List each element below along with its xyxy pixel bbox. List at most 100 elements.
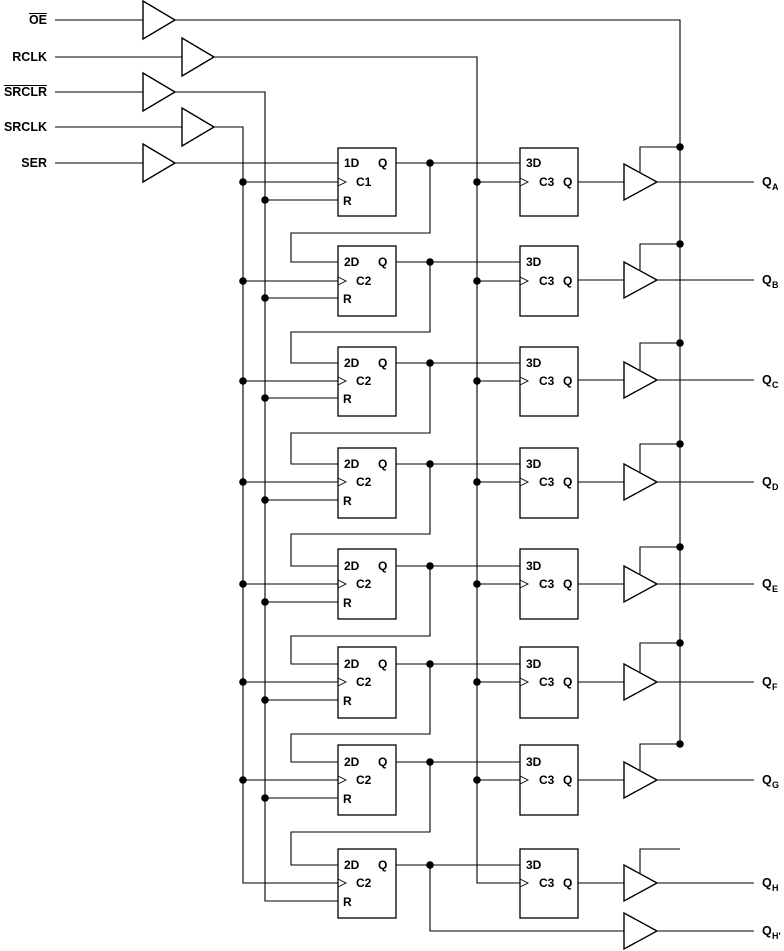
shift-reset-label: R	[343, 194, 352, 208]
output-buffer-8	[623, 863, 659, 903]
output-subscript: E	[772, 584, 778, 594]
wires	[55, 19, 754, 932]
junction-dot	[261, 496, 269, 504]
storage-d-label: 3D	[526, 356, 542, 370]
cascade-wire	[290, 566, 431, 665]
shift-clock-label: C2	[356, 577, 372, 591]
shift-d-label: 2D	[344, 657, 360, 671]
clock-edge-symbol	[337, 376, 348, 386]
junction-dot	[261, 794, 269, 802]
junction-dot	[239, 580, 247, 588]
shift-q-label: Q	[378, 657, 387, 671]
cascade-wire	[290, 464, 431, 567]
storage-d-label: 3D	[526, 755, 542, 769]
junction-dot	[261, 294, 269, 302]
clock-edge-symbol	[337, 775, 348, 785]
shift-stage-2	[337, 245, 397, 317]
junction-dot	[473, 776, 481, 784]
storage-clock-label: C3	[539, 773, 555, 787]
shift-q-label: Q	[378, 356, 387, 370]
clock-edge-symbol	[519, 579, 530, 589]
clock-edge-symbol	[519, 775, 530, 785]
output-label-qg: Q	[762, 773, 772, 787]
junction-dot	[239, 678, 247, 686]
clock-edge-symbol	[519, 276, 530, 286]
shift-q-label: Q	[378, 559, 387, 573]
output-label-qa: Q	[762, 175, 772, 189]
storage-stage-2	[519, 245, 579, 317]
clock-edge-symbol	[337, 878, 348, 888]
shift-stage-1	[337, 147, 397, 217]
srclr-label: SRCLR	[4, 85, 47, 99]
storage-q-label: Q	[563, 876, 572, 890]
shift-stage-8	[337, 848, 397, 919]
storage-d-label: 3D	[526, 657, 542, 671]
junction-dot	[426, 562, 434, 570]
output-label-qf: Q	[762, 675, 772, 689]
output-buffer-3	[623, 360, 659, 400]
shift-q-label: Q	[378, 755, 387, 769]
output-buffer-1	[623, 162, 659, 202]
storage-stage-5	[519, 548, 579, 620]
output-buffer-7	[623, 760, 659, 800]
shift-clock-label: C2	[356, 876, 372, 890]
cascade-wire	[290, 664, 431, 763]
oe-bus	[175, 19, 681, 744]
output-subscript: D	[772, 482, 779, 492]
shift-reset-label: R	[343, 292, 352, 306]
shift-d-label: 1D	[344, 156, 360, 170]
output-subscript: H	[772, 883, 779, 893]
oe-enable-wire	[639, 243, 680, 270]
shift-clock-label: C2	[356, 374, 372, 388]
shift-d-label: 2D	[344, 755, 360, 769]
storage-stage-7	[519, 744, 579, 816]
clock-edge-symbol	[337, 677, 348, 687]
shift-reset-label: R	[343, 895, 352, 909]
oe-buffer	[142, 0, 177, 41]
output-label-qh-prime: Q	[762, 924, 772, 938]
cascade-wire	[290, 262, 431, 364]
output-label-qc: Q	[762, 373, 772, 387]
shift-q-label: Q	[378, 858, 387, 872]
output-subscript: F	[772, 682, 778, 692]
srclr-buffer	[142, 71, 177, 113]
qh-prime-buffer	[623, 911, 659, 951]
junction-dot	[676, 543, 684, 551]
srclk-label: SRCLK	[4, 120, 47, 134]
junction-dot	[473, 678, 481, 686]
junction-dot	[239, 277, 247, 285]
storage-clock-label: C3	[539, 675, 555, 689]
clock-edge-symbol	[519, 677, 530, 687]
output-buffer-2	[623, 260, 659, 300]
junction-dot	[473, 277, 481, 285]
rclk-bus	[214, 56, 520, 884]
storage-d-label: 3D	[526, 858, 542, 872]
oe-enable-wire	[639, 546, 680, 574]
output-label-qb: Q	[762, 273, 772, 287]
junction-dot	[426, 159, 434, 167]
shift-q-label: Q	[378, 156, 387, 170]
junction-dot	[426, 660, 434, 668]
junction-dot	[676, 639, 684, 647]
oe-label: OE	[29, 13, 47, 27]
input-buffers	[142, 0, 216, 184]
shift-d-label: 2D	[344, 559, 360, 573]
storage-clock-label: C3	[539, 876, 555, 890]
srclk-buffer	[181, 106, 216, 148]
ser-label: SER	[21, 156, 47, 170]
junction-dot	[261, 394, 269, 402]
output-label-qe: Q	[762, 577, 772, 591]
storage-q-label: Q	[563, 773, 572, 787]
junction-dot	[676, 240, 684, 248]
shift-d-label: 2D	[344, 457, 360, 471]
oe-enable-wire	[639, 146, 680, 172]
junction-dot	[473, 580, 481, 588]
junction-dot	[426, 359, 434, 367]
storage-q-label: Q	[563, 274, 572, 288]
junction-dot	[426, 758, 434, 766]
clock-edge-symbol	[337, 177, 348, 187]
output-buffers	[623, 162, 659, 951]
junction-dot	[676, 339, 684, 347]
shift-reset-label: R	[343, 596, 352, 610]
